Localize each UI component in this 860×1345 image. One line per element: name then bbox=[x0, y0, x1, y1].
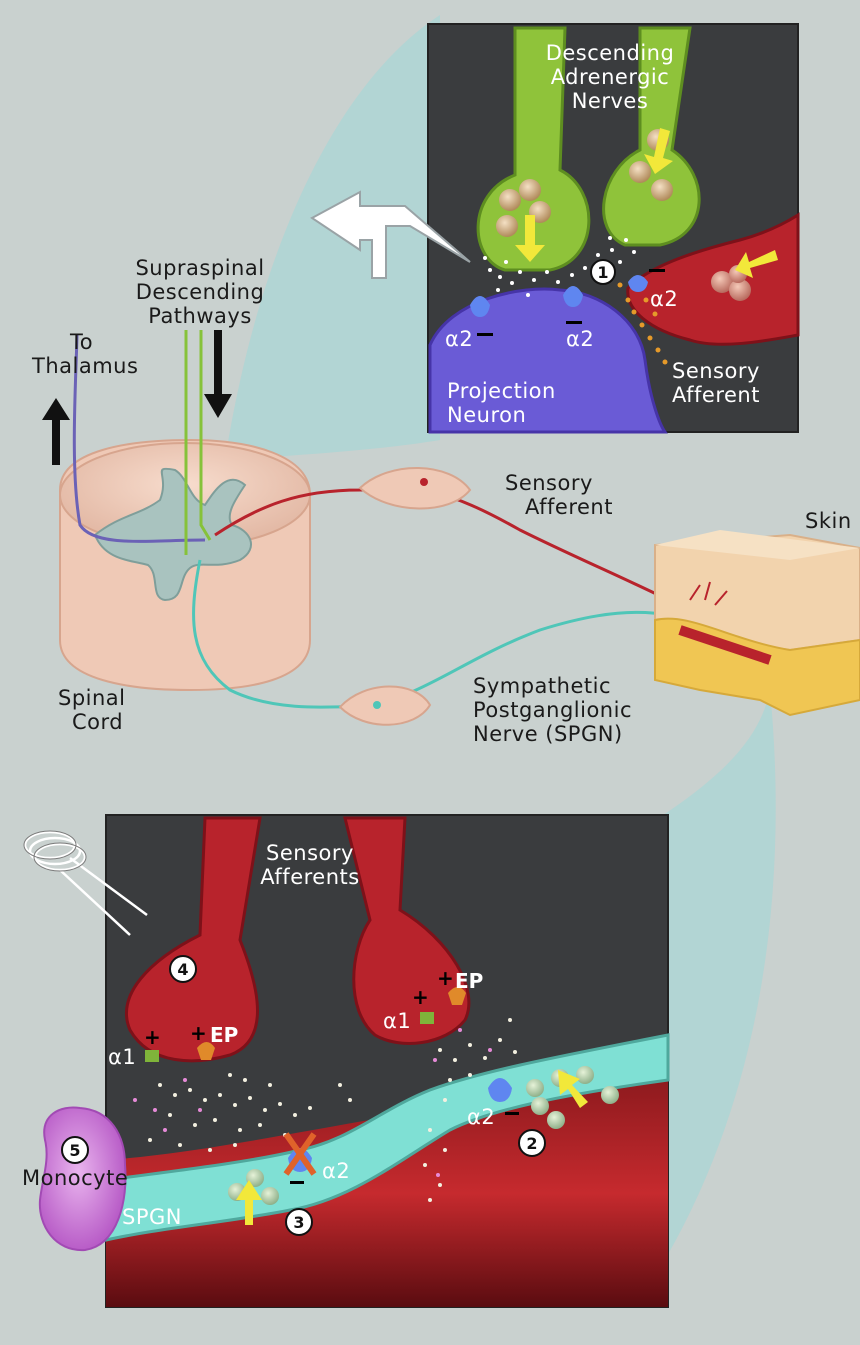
sympathetic-ganglion bbox=[340, 686, 430, 724]
adrenergic-label-3: Nerves bbox=[572, 89, 649, 113]
sensory-afferent-label-1: Sensory bbox=[505, 471, 593, 495]
alpha2-label-a: α2 bbox=[445, 327, 473, 351]
sensory-label-2: Afferent bbox=[672, 383, 760, 407]
sensory-label-1: Sensory bbox=[672, 359, 760, 383]
alpha1-label-left: α1 bbox=[108, 1045, 136, 1069]
monocyte-label: Monocyte bbox=[22, 1166, 128, 1190]
projection-label-2: Neuron bbox=[447, 403, 526, 427]
minus-sign-b bbox=[566, 321, 582, 324]
plus-sign-c: + bbox=[412, 985, 429, 1009]
ep-label-right: EP bbox=[455, 969, 483, 993]
spgn-label-2: Postganglionic bbox=[473, 698, 632, 722]
up-arrow bbox=[42, 398, 70, 465]
badge-4: 4 bbox=[177, 960, 188, 979]
top-panel: 1 Descending Adrenergic Nerves α2 α2 α2 … bbox=[428, 24, 798, 432]
spinal-cord-label-1: Spinal bbox=[58, 686, 126, 710]
alpha1-label-right: α1 bbox=[383, 1009, 411, 1033]
minus-sign-e bbox=[290, 1181, 304, 1184]
adrenergic-label-2: Adrenergic bbox=[551, 65, 670, 89]
spgn-label: SPGN bbox=[122, 1205, 182, 1229]
badge-1: 1 bbox=[597, 263, 608, 282]
alpha2-label-b: α2 bbox=[566, 327, 594, 351]
connector-arc-top bbox=[225, 15, 440, 460]
badge-5: 5 bbox=[69, 1141, 80, 1160]
down-arrow bbox=[204, 330, 232, 418]
skin-block bbox=[655, 530, 860, 715]
plus-sign-d: + bbox=[437, 966, 454, 990]
ep-label-left: EP bbox=[210, 1023, 238, 1047]
spinal-cord-label-2: Cord bbox=[72, 710, 123, 734]
supraspinal-label-3: Pathways bbox=[148, 304, 252, 328]
alpha2-label-right: α2 bbox=[467, 1105, 495, 1129]
minus-sign-c bbox=[649, 269, 665, 272]
bottom-panel: + + + + 4 2 3 5 Sensory Afferents EP EP … bbox=[22, 815, 668, 1307]
afferents-label-2: Afferents bbox=[260, 865, 359, 889]
alpha2-label-c: α2 bbox=[650, 287, 678, 311]
plus-sign-a: + bbox=[144, 1025, 161, 1049]
spgn-label-1: Sympathetic bbox=[473, 674, 611, 698]
minus-sign-d bbox=[505, 1112, 519, 1115]
thalamus-label-2: Thalamus bbox=[31, 354, 138, 378]
spgn-label-3: Nerve (SPGN) bbox=[473, 722, 623, 746]
supraspinal-label-2: Descending bbox=[136, 280, 265, 304]
dorsal-root-ganglion bbox=[360, 468, 470, 509]
skin-label: Skin bbox=[805, 509, 852, 533]
alpha1-receptor-right bbox=[420, 1012, 434, 1024]
badge-3: 3 bbox=[293, 1213, 304, 1232]
alpha2-label-center: α2 bbox=[322, 1159, 350, 1183]
adrenergic-label-1: Descending bbox=[546, 41, 675, 65]
supraspinal-label-1: Supraspinal bbox=[135, 256, 264, 280]
plus-sign-b: + bbox=[190, 1021, 207, 1045]
minus-sign-a bbox=[477, 333, 493, 336]
alpha1-receptor-left bbox=[145, 1050, 159, 1062]
afferents-label-1: Sensory bbox=[266, 841, 354, 865]
projection-label-1: Projection bbox=[447, 379, 556, 403]
thalamus-label-1: To bbox=[69, 330, 93, 354]
sensory-afferent-label-2: Afferent bbox=[525, 495, 613, 519]
badge-2: 2 bbox=[526, 1134, 537, 1153]
